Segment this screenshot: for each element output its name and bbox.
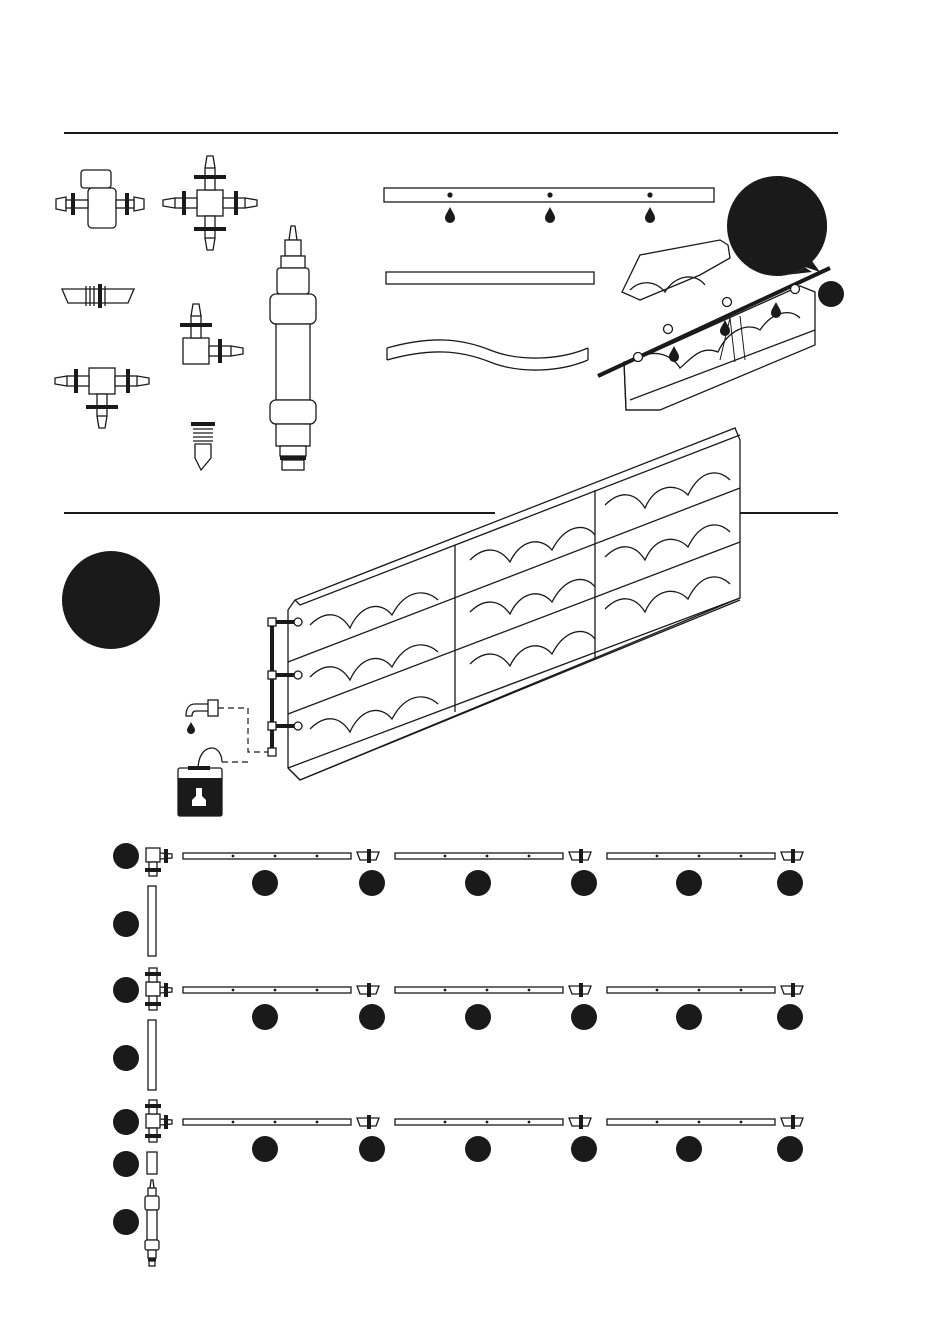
dripper-dot <box>444 855 447 858</box>
tap-icon <box>186 700 218 734</box>
dripper-dot <box>698 1121 701 1124</box>
plain-pipe-icon <box>386 272 594 284</box>
drip-pipe-segment <box>183 853 351 859</box>
segment-badge <box>359 1136 385 1162</box>
tee-fitting-icon <box>146 1114 160 1128</box>
assembly-badge <box>62 551 160 649</box>
parts-section <box>55 156 844 470</box>
elbow-connector-icon <box>180 304 243 364</box>
layout-row <box>113 968 803 1030</box>
detail-small-badge <box>818 281 844 307</box>
connector-badge <box>113 911 139 937</box>
segment-badge <box>571 1136 597 1162</box>
dripper-dot <box>740 855 743 858</box>
segment-badge <box>359 870 385 896</box>
dripper-dot <box>232 989 235 992</box>
dripper-dot <box>232 1121 235 1124</box>
row-badge <box>113 977 139 1003</box>
layout-section <box>113 843 803 1266</box>
tap-connection <box>218 708 268 752</box>
dripper-dot <box>740 989 743 992</box>
end-plug-icon <box>62 284 134 308</box>
dripper-dot <box>656 989 659 992</box>
water-drop-icon <box>445 207 455 223</box>
dripper-dot <box>274 855 277 858</box>
dripper-dot <box>486 1121 489 1124</box>
dripper-dot <box>528 989 531 992</box>
layout-row <box>113 843 803 896</box>
bottom-badge <box>113 1151 139 1177</box>
segment-badge <box>676 870 702 896</box>
short-pipe <box>147 1152 157 1174</box>
water-drop-icon <box>545 207 555 223</box>
segment-badge <box>571 1004 597 1030</box>
cross-connector-icon <box>163 156 257 250</box>
segment-badge <box>777 870 803 896</box>
segment-badge <box>676 1136 702 1162</box>
drip-pipe-segment <box>183 1119 351 1125</box>
tank-icon <box>178 748 222 816</box>
segment-badge <box>465 1004 491 1030</box>
dripper-dot <box>656 1121 659 1124</box>
planter-detail <box>598 176 844 410</box>
tee-fitting-icon <box>146 982 160 996</box>
row-badge <box>113 1109 139 1135</box>
segment-badge <box>359 1004 385 1030</box>
dripper-dot <box>698 989 701 992</box>
elbow-fitting-icon <box>146 848 160 862</box>
drip-pipe-segment <box>607 853 775 859</box>
dripper-dot <box>274 1121 277 1124</box>
drip-pipe-segment <box>183 987 351 993</box>
segment-badge <box>777 1004 803 1030</box>
dripper-dot <box>444 1121 447 1124</box>
segment-badge <box>465 870 491 896</box>
segment-badge <box>571 870 597 896</box>
dripper-dot <box>316 989 319 992</box>
valve-connector-icon <box>56 170 144 228</box>
segment-badge <box>252 1136 278 1162</box>
drip-pipe-segment <box>395 853 563 859</box>
segment-badge <box>777 1136 803 1162</box>
dripper-dot <box>316 1121 319 1124</box>
connector-pipe <box>148 886 156 956</box>
flexible-pipe-icon <box>387 340 588 370</box>
stake-icon <box>191 424 215 470</box>
layout-row <box>113 1100 803 1162</box>
segment-badge <box>252 870 278 896</box>
segment-badge <box>465 1136 491 1162</box>
dripper-dot <box>528 855 531 858</box>
segment-badge <box>676 1004 702 1030</box>
assembly-section <box>62 428 740 816</box>
bottom-filter-icon <box>145 1180 159 1266</box>
dripper-dot <box>316 855 319 858</box>
dripper-dot <box>656 855 659 858</box>
dripper-dot <box>274 989 277 992</box>
planter-wall <box>288 428 740 780</box>
bottom-badge <box>113 1209 139 1235</box>
drip-pipe-segment <box>395 1119 563 1125</box>
water-filter-icon <box>270 226 316 470</box>
connector-badge <box>113 1045 139 1071</box>
dripper-dot <box>740 1121 743 1124</box>
tee-connector-icon <box>55 368 149 428</box>
drip-pipe-segment <box>607 1119 775 1125</box>
row-badge <box>113 843 139 869</box>
connector-pipe <box>148 1020 156 1090</box>
segment-badge <box>252 1004 278 1030</box>
dripper-dot <box>232 855 235 858</box>
dripper-dot <box>528 1121 531 1124</box>
dripper-dot <box>444 989 447 992</box>
dripper-dot <box>486 989 489 992</box>
water-drop-icon <box>645 207 655 223</box>
dripper-dot <box>486 855 489 858</box>
drip-pipe-segment <box>395 987 563 993</box>
drip-pipe-segment <box>607 987 775 993</box>
dripper-dot <box>698 855 701 858</box>
drip-pipe-icon <box>384 188 714 223</box>
